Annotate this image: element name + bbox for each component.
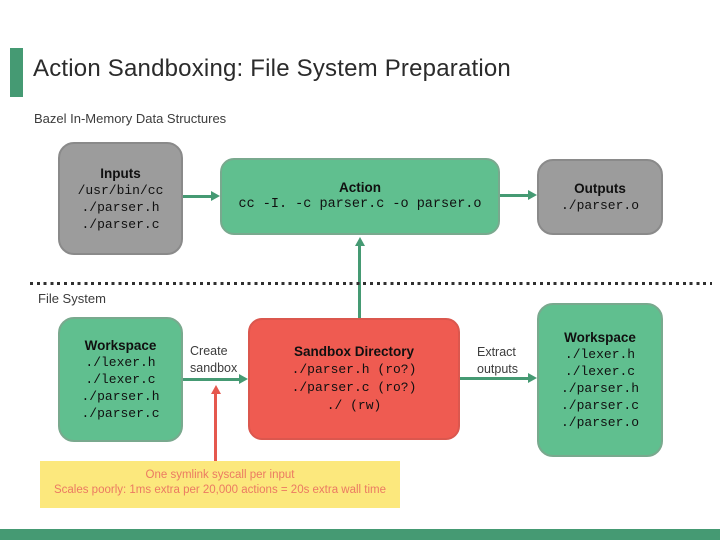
title-accent-bar: [10, 48, 23, 97]
arrow-head-icon: [355, 237, 365, 246]
action-node: Action cc -I. -c parser.c -o parser.o: [220, 158, 500, 235]
create-sandbox-label: Create sandbox: [190, 343, 237, 377]
workspace-file: ./parser.h: [560, 381, 639, 396]
extract-outputs-label-line: Extract: [477, 345, 516, 359]
inputs-file: ./parser.c: [81, 216, 160, 232]
workspace-file: ./parser.c: [81, 406, 160, 421]
workspace-file: ./parser.o: [560, 415, 639, 430]
create-sandbox-label-line: Create: [190, 344, 228, 358]
arrow-shaft: [214, 393, 217, 461]
performance-note: One symlink syscall per input Scales poo…: [40, 461, 400, 508]
action-command: cc -I. -c parser.c -o parser.o: [238, 197, 482, 212]
action-node-title: Action: [339, 180, 381, 195]
arrow-shaft: [183, 378, 240, 381]
workspace-file: ./parser.h: [81, 389, 160, 404]
sandbox-file: ./ (rw): [326, 398, 382, 413]
arrow-shaft: [183, 195, 212, 198]
inputs-file: /usr/bin/cc: [77, 182, 164, 198]
workspace-file: ./parser.c: [560, 398, 639, 413]
sandbox-file: ./parser.h (ro?): [291, 362, 417, 377]
create-sandbox-label-line: sandbox: [190, 361, 238, 375]
outputs-file: ./parser.o: [560, 198, 639, 213]
workspace-after-node: Workspace ./lexer.h ./lexer.c ./parser.h…: [537, 303, 663, 457]
performance-note-line: One symlink syscall per input: [145, 469, 295, 481]
sandbox-directory-node: Sandbox Directory ./parser.h (ro?) ./par…: [248, 318, 460, 440]
slide-footer-bar: [0, 529, 720, 540]
outputs-node: Outputs ./parser.o: [537, 159, 663, 235]
arrow-shaft: [358, 245, 361, 318]
inputs-node-title: Inputs: [100, 165, 141, 181]
workspace-file: ./lexer.h: [564, 347, 636, 362]
inputs-file: ./parser.h: [81, 199, 160, 215]
workspace-file: ./lexer.c: [85, 372, 156, 387]
arrow-head-icon: [211, 385, 221, 394]
arrow-shaft: [500, 194, 529, 197]
extract-outputs-label: Extract outputs: [477, 344, 518, 378]
workspace-before-node: Workspace ./lexer.h ./lexer.c ./parser.h…: [58, 317, 183, 442]
workspace-before-title: Workspace: [84, 338, 157, 353]
outputs-node-title: Outputs: [574, 181, 626, 196]
slide-title: Action Sandboxing: File System Preparati…: [33, 55, 511, 82]
inputs-node: Inputs /usr/bin/cc ./parser.h ./parser.c: [58, 142, 183, 255]
arrow-head-icon: [528, 190, 537, 200]
arrow-head-icon: [528, 373, 537, 383]
arrow-head-icon: [211, 191, 220, 201]
workspace-file: ./lexer.c: [564, 364, 636, 379]
workspace-after-title: Workspace: [564, 330, 636, 345]
sandbox-node-title: Sandbox Directory: [293, 344, 415, 359]
memory-filesystem-divider: [30, 282, 712, 285]
performance-note-line: Scales poorly: 1ms extra per 20,000 acti…: [53, 484, 387, 496]
workspace-file: ./lexer.h: [85, 355, 156, 370]
memory-section-label: Bazel In-Memory Data Structures: [34, 111, 227, 126]
arrow-shaft: [460, 377, 529, 380]
arrow-head-icon: [239, 374, 248, 384]
extract-outputs-label-line: outputs: [477, 362, 519, 376]
sandbox-file: ./parser.c (ro?): [291, 380, 417, 395]
filesystem-section-label: File System: [38, 291, 106, 306]
